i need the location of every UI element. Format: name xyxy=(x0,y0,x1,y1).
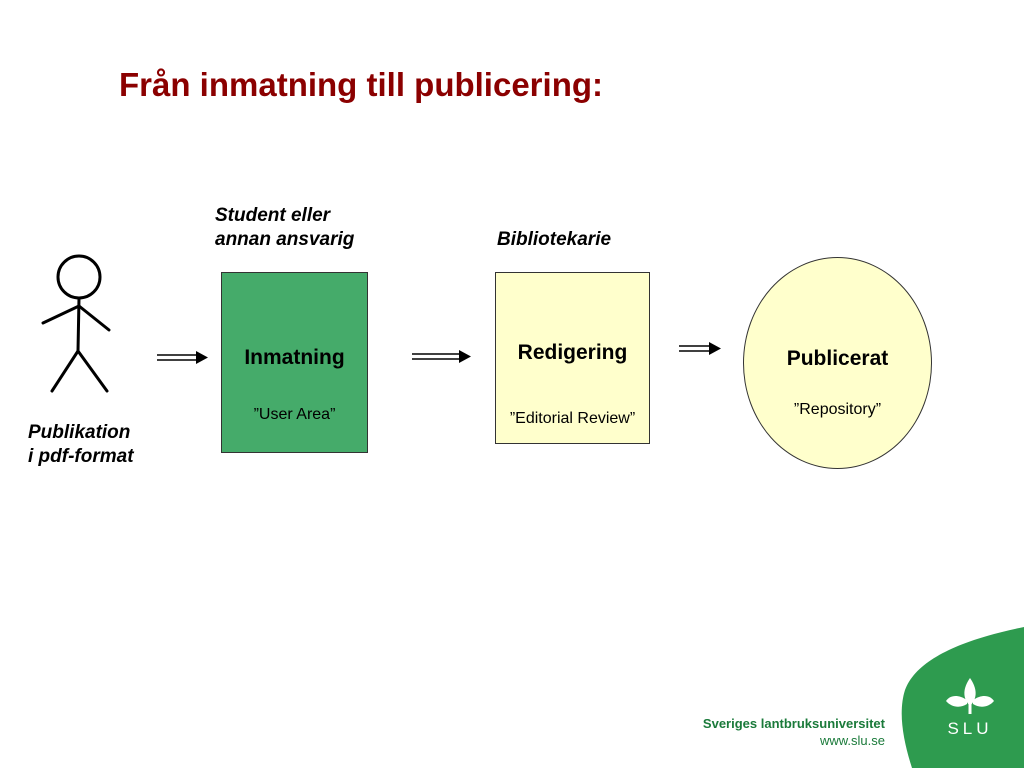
slu-logo-text: SLU xyxy=(947,719,992,738)
actor-label-line1: Publikation xyxy=(28,422,131,443)
person-icon xyxy=(41,254,111,393)
role-label-student: Student eller annan ansvarig xyxy=(215,204,354,252)
slu-leaf-icon xyxy=(946,678,994,714)
footer-url-link[interactable]: www.slu.se xyxy=(819,733,885,748)
actor-label: Publikation i pdf-format xyxy=(28,421,134,469)
role-label-student-line2: annan ansvarig xyxy=(215,229,355,250)
arrow-2 xyxy=(412,350,471,363)
stage-title-redigering: Redigering xyxy=(517,341,628,364)
stage-ellipse-publicerat: Publicerat ”Repository” xyxy=(743,257,932,469)
stage-subtitle-inmatning: ”User Area” xyxy=(253,406,336,423)
stage-subtitle-redigering: ”Editorial Review” xyxy=(509,410,636,427)
slu-corner-shape xyxy=(901,627,1024,768)
role-label-student-line1: Student eller xyxy=(215,205,331,226)
stage-box-redigering: Redigering ”Editorial Review” xyxy=(495,272,650,444)
arrow-1 xyxy=(157,351,208,364)
stage-title-publicerat: Publicerat xyxy=(786,347,889,370)
stage-subtitle-publicerat: ”Repository” xyxy=(793,401,882,418)
stage-box-inmatning: Inmatning ”User Area” xyxy=(221,272,368,453)
arrow-3 xyxy=(679,342,721,355)
role-label-bibliotekarie: Bibliotekarie xyxy=(497,229,612,250)
actor-label-line2: i pdf-format xyxy=(28,446,134,467)
stage-title-inmatning: Inmatning xyxy=(244,346,345,369)
slide-title: Från inmatning till publicering: xyxy=(119,66,603,103)
footer-org-name: Sveriges lantbruksuniversitet xyxy=(702,716,885,731)
